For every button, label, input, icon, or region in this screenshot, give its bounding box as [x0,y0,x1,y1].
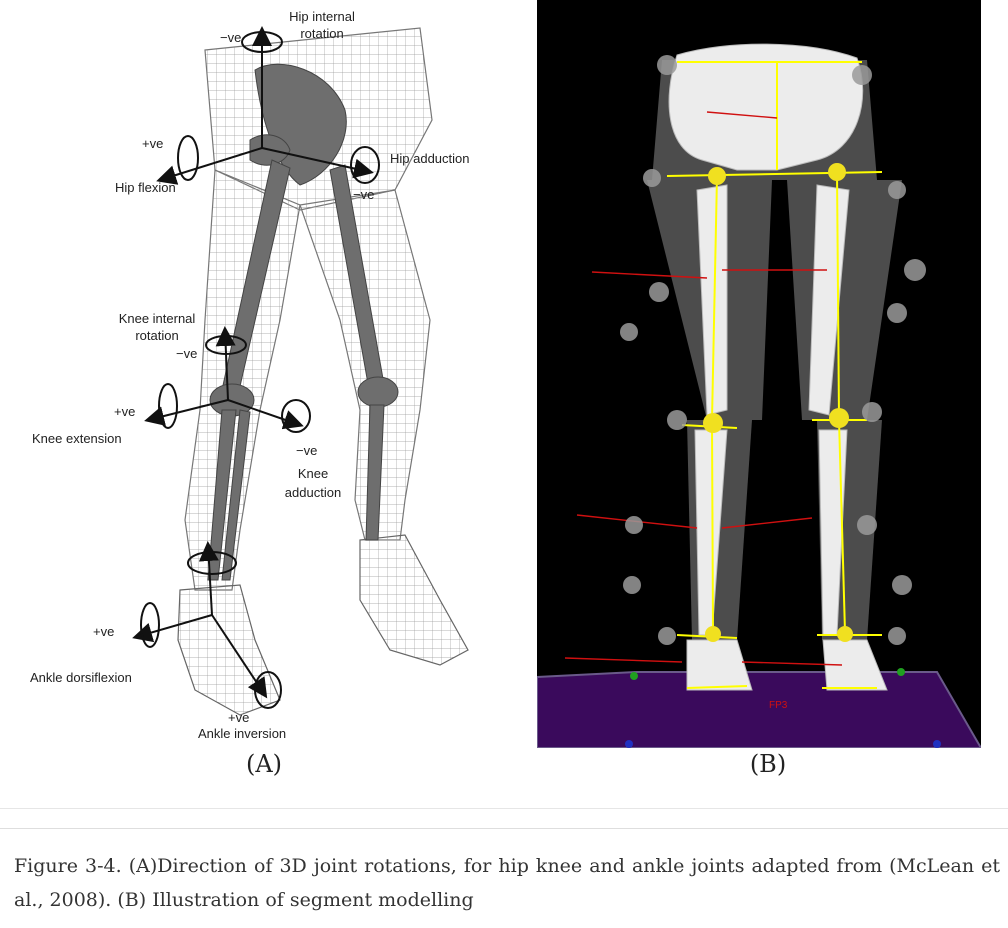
force-plate-label: FP3 [769,700,788,711]
hip-adduction-sign: −ve [353,187,374,202]
knee-extension-sign: +ve [114,404,135,419]
plate-corner-marker [897,668,905,676]
hip-internal-rotation-label-2: rotation [300,26,343,41]
plate-corner-marker [933,740,941,748]
plate-corner-marker [630,672,638,680]
knee-adduction-sign: −ve [296,443,317,458]
knee-extension-label: Knee extension [32,431,122,446]
knee-internal-sign: −ve [176,346,197,361]
figure-panel-b: FP3 [528,0,1008,809]
force-plate [537,672,981,748]
hip-internal-sign: −ve [220,30,241,45]
knee-adduction-label-1: Knee [298,466,328,481]
knee-internal-rotation-label-2: rotation [135,328,178,343]
hip-flexion-sign: +ve [142,136,163,151]
panel-a-label: (A) [0,750,528,778]
panel-b-label: (B) [528,750,1008,778]
hip-flexion-label: Hip flexion [115,180,176,195]
hip-adduction-label: Hip adduction [390,151,470,166]
ankle-inversion-sign: +ve [228,710,249,725]
ankle-dorsiflexion-label: Ankle dorsiflexion [30,670,132,685]
hip-internal-rotation-label-1: Hip internal [289,9,355,24]
figure-caption: Figure 3-4. (A)Direction of 3D joint rot… [0,828,1008,928]
figure-panel-a: Hip internal rotation −ve +ve Hip flexio… [0,0,529,809]
plate-corner-marker [625,740,633,748]
joint-rotation-illustration: Hip internal rotation −ve +ve Hip flexio… [0,0,528,740]
knee-adduction-label-2: adduction [285,485,341,500]
segment-model-render: FP3 [537,0,981,748]
ankle-inversion-label: Ankle inversion [198,726,286,740]
ankle-dorsiflexion-sign: +ve [93,624,114,639]
knee-internal-rotation-label-1: Knee internal [119,311,196,326]
